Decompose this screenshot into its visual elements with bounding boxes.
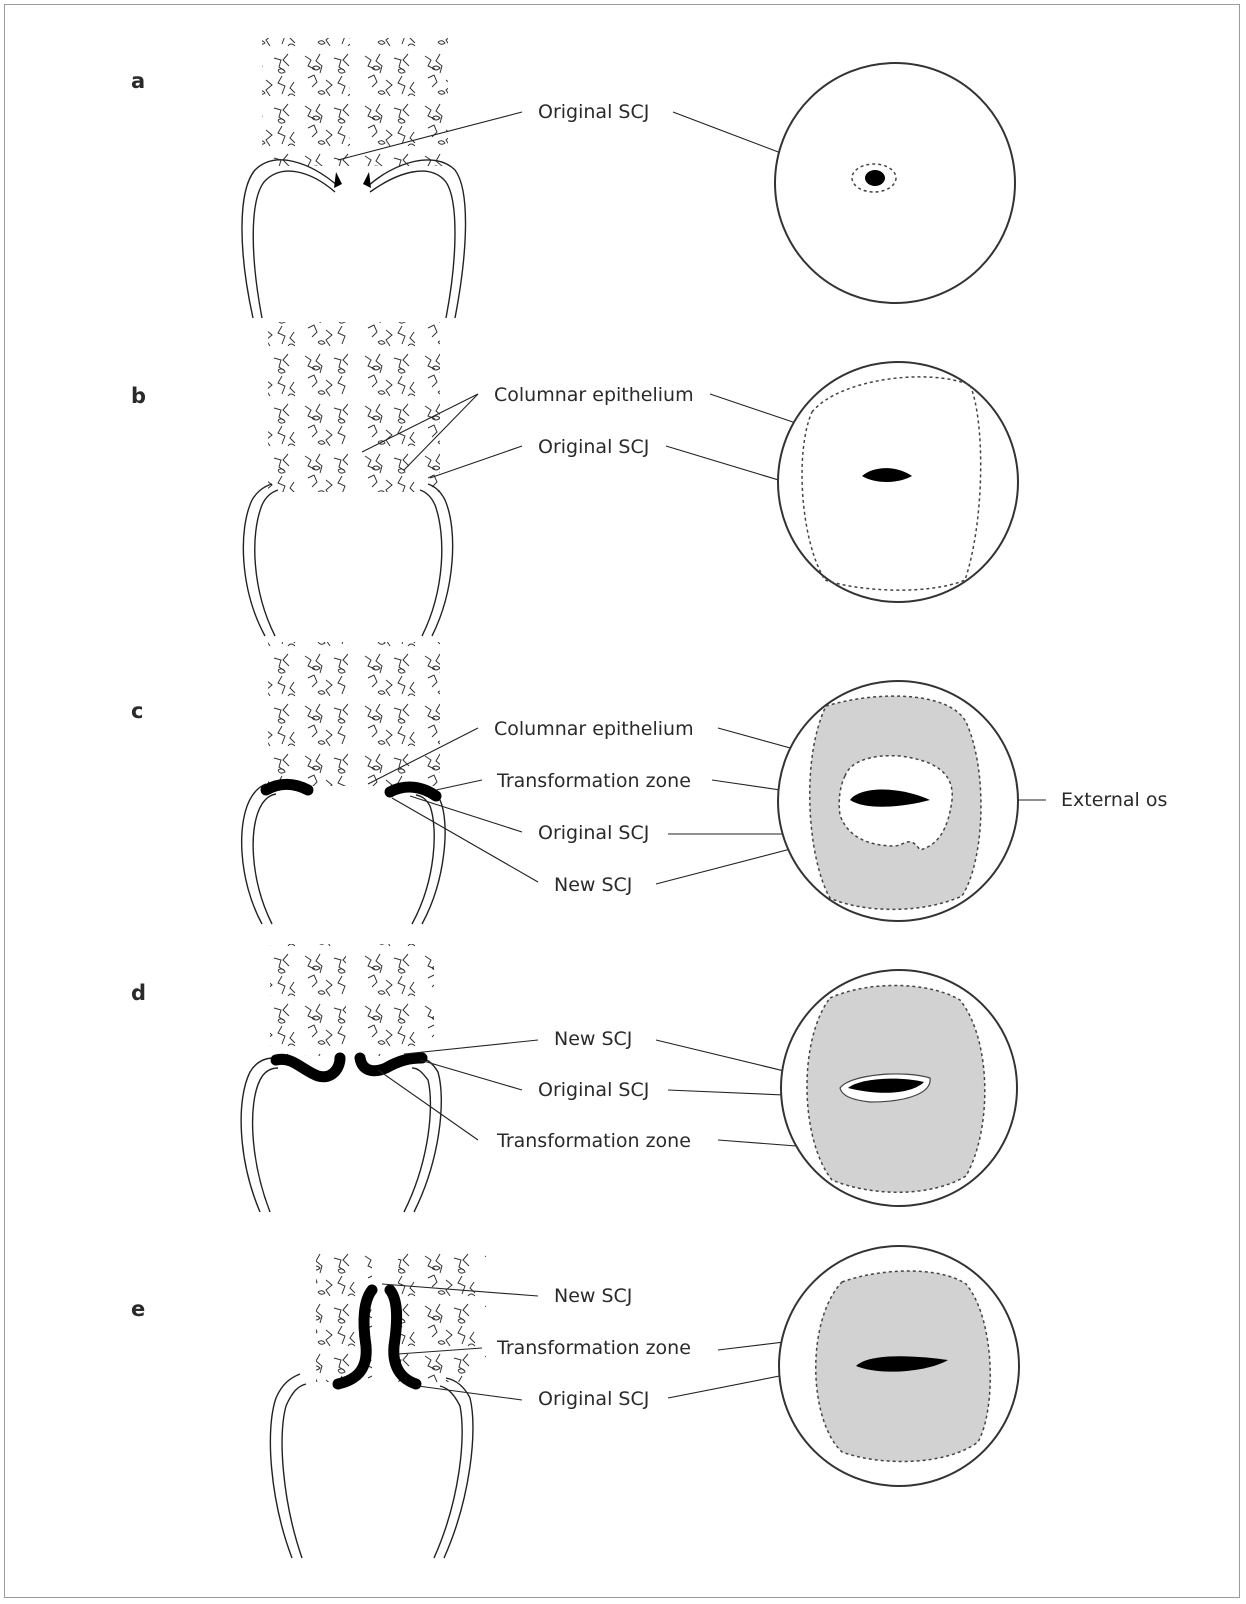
panel-d-label-new-scj: New SCJ (554, 1028, 632, 1050)
panel-b-label-columnar-epithelium: Columnar epithelium (494, 384, 694, 406)
panel-d-tz-right (360, 1058, 422, 1071)
panel-d-label-transformation-zone: Transformation zone (496, 1130, 691, 1152)
panel-e-os-view (779, 1246, 1019, 1486)
panel-c-tz-right (390, 787, 436, 796)
panel-a-columnar-crypts-right (356, 38, 448, 166)
panel-letter-b: b (131, 384, 146, 408)
panel-e-label-transformation-zone: Transformation zone (496, 1337, 691, 1359)
panel-b-os-view (778, 362, 1018, 602)
panel-b: Columnar epithelium Original SCJ (243, 322, 1018, 636)
panel-b-cervix-section (243, 322, 452, 636)
panel-b-label-original-scj: Original SCJ (538, 436, 649, 458)
panel-c-columnar-crypts-left (268, 642, 348, 786)
panel-b-columnar-crypts-right (356, 322, 440, 492)
panel-d-label-original-scj: Original SCJ (538, 1079, 649, 1101)
panel-a-cervix-section (242, 38, 466, 318)
panel-c-label-external-os: External os (1061, 789, 1167, 811)
panel-d-tz-left (276, 1058, 340, 1077)
panel-c-columnar-crypts-right (356, 642, 440, 786)
panel-e-cervix-section (270, 1248, 486, 1558)
panel-a: Original SCJ (242, 38, 1015, 318)
panel-a-columnar-crypts-left (262, 38, 350, 166)
panel-e-label-new-scj: New SCJ (554, 1285, 632, 1307)
panel-d-os-view (781, 970, 1017, 1206)
panel-d: New SCJ Original SCJ Transformation zone (241, 944, 1017, 1212)
panel-c: Columnar epithelium Transformation zone … (242, 642, 1168, 924)
panel-c-label-columnar-epithelium: Columnar epithelium (494, 718, 694, 740)
panel-e: New SCJ Transformation zone Original SCJ (270, 1246, 1019, 1558)
panel-c-label-new-scj: New SCJ (554, 874, 632, 896)
panel-letter-d: d (131, 981, 146, 1005)
panel-c-tz-left (266, 784, 308, 790)
panel-e-label-original-scj: Original SCJ (538, 1388, 649, 1410)
panel-c-os-view (778, 681, 1018, 921)
panel-letter-e: e (131, 1297, 145, 1321)
panel-d-cervix-section (241, 944, 441, 1212)
panel-d-columnar-crypts-left (270, 944, 346, 1056)
panel-c-cervix-section (242, 642, 445, 924)
panel-b-columnar-crypts-left (268, 322, 348, 492)
panel-a-external-os (865, 170, 885, 186)
panel-letter-c: c (131, 699, 143, 723)
panel-c-label-original-scj: Original SCJ (538, 822, 649, 844)
panel-e-columnar-crypts-right (398, 1248, 486, 1382)
panel-c-label-transformation-zone: Transformation zone (496, 770, 691, 792)
panel-a-os-view (775, 63, 1015, 303)
panel-a-label-original-scj: Original SCJ (538, 101, 649, 123)
panel-letter-a: a (131, 69, 145, 93)
panel-d-columnar-crypts-right (360, 944, 434, 1056)
